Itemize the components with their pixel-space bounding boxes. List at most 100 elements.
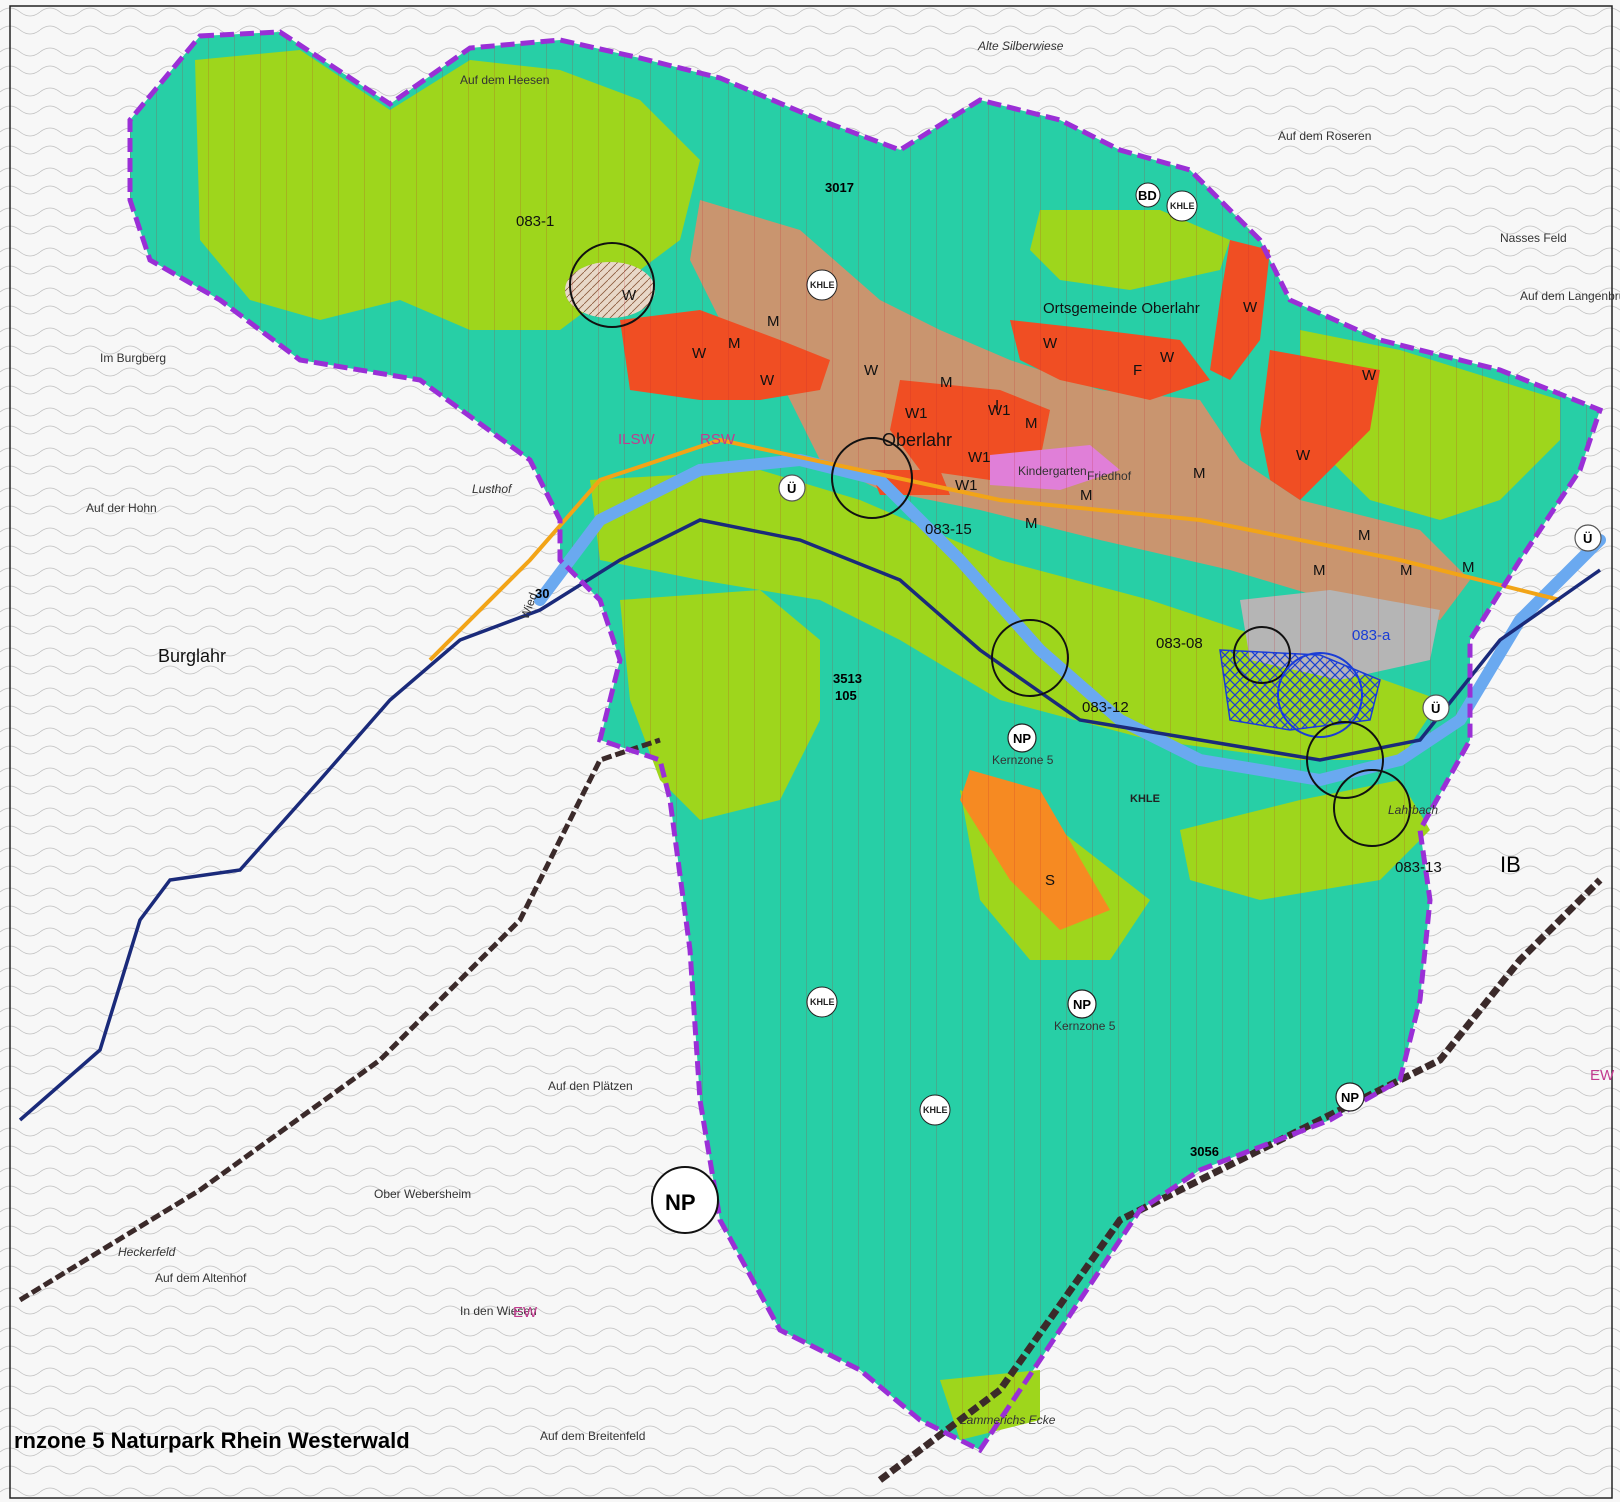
zone-i: I bbox=[995, 397, 999, 414]
plan-code-083-12: 083-12 bbox=[1082, 699, 1129, 716]
district-boundary bbox=[18, 518, 1602, 1122]
town-label-alte-silberwiese: Alte Silberwiese bbox=[977, 39, 1064, 53]
label-kindergarten: Kindergarten bbox=[1018, 464, 1087, 478]
kernzone-label-2: Kernzone 5 bbox=[1054, 1019, 1116, 1033]
main-road bbox=[428, 437, 1561, 662]
label-ib: IB bbox=[1500, 852, 1521, 877]
zone-w-9: W bbox=[1362, 367, 1377, 384]
khle-label-4: KHLE bbox=[923, 1105, 948, 1115]
label-auf-dem-rosenberg: Auf dem Roseren bbox=[1278, 129, 1371, 143]
bd-circle bbox=[1135, 182, 1161, 208]
np-symbol-label: NP bbox=[665, 1190, 696, 1215]
label-30: 30 bbox=[535, 586, 549, 601]
railway-south bbox=[18, 737, 661, 1303]
label-auf-dem-platzen: Auf den Plätzen bbox=[548, 1079, 633, 1093]
plan-change-circle-083-15 bbox=[831, 437, 913, 519]
zone-w-5: W bbox=[1043, 335, 1058, 352]
town-label-lusthof: Lusthof bbox=[472, 482, 513, 496]
khle-label-3: KHLE bbox=[810, 997, 835, 1007]
label-lammerichs-ecke: Lammerichs Ecke bbox=[960, 1413, 1056, 1427]
zone-m-4: M bbox=[1025, 415, 1038, 432]
map-frame bbox=[9, 5, 1613, 1499]
label-ew-2: EW bbox=[1590, 1067, 1615, 1084]
zone-s: S bbox=[1045, 872, 1055, 889]
label-nasses-feld: Nasses Feld bbox=[1500, 231, 1567, 245]
label-rsw: RSW bbox=[700, 431, 736, 448]
label-auf-dem-langenbruche: Auf dem Langenbruche bbox=[1520, 289, 1620, 303]
label-105: 105 bbox=[835, 688, 857, 703]
plan-change-circle-083-12 bbox=[991, 619, 1069, 697]
plan-code-083-15: 083-15 bbox=[925, 521, 972, 538]
zone-w1-1: W1 bbox=[905, 405, 928, 422]
np-kernzone-label-2: NP bbox=[1073, 997, 1091, 1012]
np-kernzone-label-1: NP bbox=[1013, 731, 1031, 746]
label-ilsw: ILSW bbox=[618, 431, 656, 448]
bd-label: BD bbox=[1138, 188, 1157, 203]
zone-w1-2: W1 bbox=[988, 402, 1011, 419]
map-title: rnzone 5 Naturpark Rhein Westerwald bbox=[14, 1428, 410, 1453]
zone-m-3: M bbox=[940, 374, 953, 391]
label-ober-webersheim: Ober Webersheim bbox=[374, 1187, 471, 1201]
label-auf-der-hohn: Auf der Hohn bbox=[86, 501, 157, 515]
town-label-oberlahr-short: Oberlahr bbox=[882, 430, 952, 450]
railway-east bbox=[877, 877, 1603, 1483]
plan-code-083-13: 083-13 bbox=[1395, 859, 1442, 876]
u-circle-2 bbox=[1574, 524, 1602, 552]
zone-w-7: W bbox=[1243, 299, 1258, 316]
plan-change-circle-083-1 bbox=[569, 242, 655, 328]
river-wied bbox=[534, 453, 1606, 787]
zone-m-7: M bbox=[1025, 515, 1038, 532]
label-3056: 3056 bbox=[1190, 1144, 1219, 1159]
plan-boundary bbox=[127, 29, 1604, 1454]
forest-vertical-hatch bbox=[130, 32, 1600, 1450]
label-3017: 3017 bbox=[825, 180, 854, 195]
np-label-3: NP bbox=[1341, 1090, 1359, 1105]
zone-m-2: M bbox=[728, 335, 741, 352]
zone-w-1: W bbox=[622, 287, 637, 304]
u-label-3: Ü bbox=[1431, 701, 1440, 716]
town-label-heckerfeld: Heckerfeld bbox=[118, 1245, 176, 1259]
label-3513: 3513 bbox=[833, 671, 862, 686]
u-circle-3 bbox=[1422, 694, 1450, 722]
u-label-2: Ü bbox=[1583, 531, 1592, 546]
label-in-den-wiesen: In den Wiesen bbox=[460, 1304, 537, 1318]
label-auf-dem-heesen: Auf dem Heesen bbox=[460, 73, 549, 87]
label-ew-1: EW bbox=[513, 1304, 538, 1321]
zone-w-2: W bbox=[692, 345, 707, 362]
stream-label-lahrbach: Lahrbach bbox=[1388, 803, 1438, 817]
np-kernzone-circle-1 bbox=[1007, 723, 1037, 753]
plan-change-circle-083-08 bbox=[1233, 626, 1291, 684]
town-label-burglahr: Burglahr bbox=[158, 646, 226, 666]
zone-m-8: M bbox=[1358, 527, 1371, 544]
khle-circle-3 bbox=[806, 986, 838, 1018]
label-friedhof: Friedhof bbox=[1087, 469, 1132, 483]
khle-circle-4 bbox=[919, 1094, 951, 1126]
zone-m-5: M bbox=[1080, 487, 1093, 504]
khle-circle-1 bbox=[806, 269, 838, 301]
kernzone-label-1: Kernzone 5 bbox=[992, 753, 1054, 767]
label-im-burgberg: Im Burgberg bbox=[100, 351, 166, 365]
khle-circle-2 bbox=[1166, 190, 1198, 222]
town-label-oberlahr: Ortsgemeinde Oberlahr bbox=[1043, 300, 1200, 317]
zone-w-8: W bbox=[1296, 447, 1311, 464]
khle-label-2: KHLE bbox=[1170, 201, 1195, 211]
zone-w-6: W bbox=[1160, 349, 1175, 366]
plan-change-circle-083-13a bbox=[1306, 721, 1384, 799]
np-symbol-circle bbox=[651, 1166, 719, 1234]
khle-label-1: KHLE bbox=[810, 280, 835, 290]
zone-w1-4: W1 bbox=[955, 477, 978, 494]
u-circle-1 bbox=[778, 474, 806, 502]
zone-w1-3: W1 bbox=[968, 449, 991, 466]
plan-code-083-a: 083-a bbox=[1352, 627, 1391, 644]
u-label-1: Ü bbox=[787, 481, 796, 496]
zone-f: F bbox=[1133, 362, 1142, 379]
plan-code-083-08: 083-08 bbox=[1156, 635, 1203, 652]
np-circle-3 bbox=[1335, 1082, 1365, 1112]
zone-m-6: M bbox=[1193, 465, 1206, 482]
zone-w-4: W bbox=[864, 362, 879, 379]
label-auf-dem-breitenfeld: Auf dem Breitenfeld bbox=[540, 1429, 645, 1443]
khle-label-5: KHLE bbox=[1130, 793, 1160, 805]
zone-m-11: M bbox=[1462, 559, 1475, 576]
np-kernzone-circle-2 bbox=[1067, 989, 1097, 1019]
